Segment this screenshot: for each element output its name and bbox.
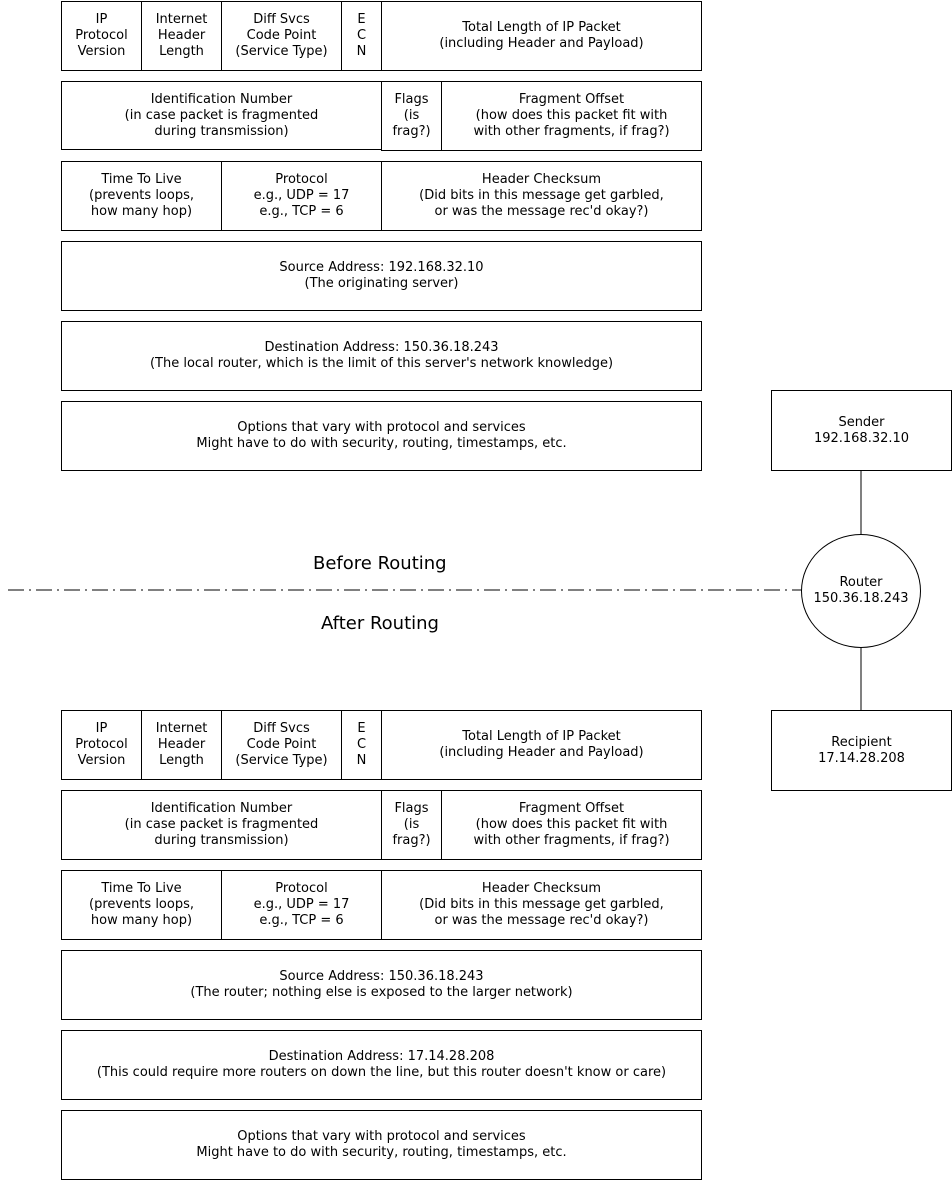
destination-address-field: Destination Address: 150.36.18.243 (The … bbox=[61, 321, 702, 391]
ttl-field: Time To Live (prevents loops, how many h… bbox=[61, 161, 222, 231]
header-row-5: Destination Address: 150.36.18.243 (The … bbox=[61, 321, 702, 391]
checksum-field: Header Checksum (Did bits in this messag… bbox=[381, 161, 702, 231]
ecn-field: E C N bbox=[341, 710, 382, 780]
destination-address-field: Destination Address: 17.14.28.208 (This … bbox=[61, 1030, 702, 1100]
identification-field: Identification Number (in case packet is… bbox=[61, 81, 382, 150]
header-row-3: Time To Live (prevents loops, how many h… bbox=[61, 161, 702, 231]
header-row-6: Options that vary with protocol and serv… bbox=[61, 1110, 702, 1180]
recipient-node: Recipient 17.14.28.208 bbox=[771, 710, 952, 791]
source-address-field: Source Address: 150.36.18.243 (The route… bbox=[61, 950, 702, 1020]
total-length-field: Total Length of IP Packet (including Hea… bbox=[381, 710, 702, 780]
source-address-field: Source Address: 192.168.32.10 (The origi… bbox=[61, 241, 702, 311]
identification-field: Identification Number (in case packet is… bbox=[61, 790, 382, 860]
ttl-field: Time To Live (prevents loops, how many h… bbox=[61, 870, 222, 940]
header-row-1: IP Protocol Version Internet Header Leng… bbox=[61, 1, 702, 71]
header-row-6: Options that vary with protocol and serv… bbox=[61, 401, 702, 471]
header-row-4: Source Address: 150.36.18.243 (The route… bbox=[61, 950, 702, 1020]
fragment-offset-field: Fragment Offset (how does this packet fi… bbox=[441, 790, 702, 860]
flags-field: Flags (is frag?) bbox=[381, 790, 442, 860]
header-row-2: Identification Number (in case packet is… bbox=[61, 790, 702, 860]
flags-field: Flags (is frag?) bbox=[381, 81, 442, 151]
header-row-1: IP Protocol Version Internet Header Leng… bbox=[61, 710, 702, 780]
protocol-field: Protocol e.g., UDP = 17 e.g., TCP = 6 bbox=[221, 870, 382, 940]
sender-node: Sender 192.168.32.10 bbox=[771, 390, 952, 471]
header-row-3: Time To Live (prevents loops, how many h… bbox=[61, 870, 702, 940]
dscp-field: Diff Svcs Code Point (Service Type) bbox=[221, 710, 342, 780]
version-field: IP Protocol Version bbox=[61, 1, 142, 71]
router-node: Router 150.36.18.243 bbox=[801, 534, 921, 648]
protocol-field: Protocol e.g., UDP = 17 e.g., TCP = 6 bbox=[221, 161, 382, 231]
header-row-4: Source Address: 192.168.32.10 (The origi… bbox=[61, 241, 702, 311]
options-field: Options that vary with protocol and serv… bbox=[61, 401, 702, 471]
header-row-5: Destination Address: 17.14.28.208 (This … bbox=[61, 1030, 702, 1100]
after-routing-label: After Routing bbox=[321, 613, 439, 634]
options-field: Options that vary with protocol and serv… bbox=[61, 1110, 702, 1180]
total-length-field: Total Length of IP Packet (including Hea… bbox=[381, 1, 702, 71]
version-field: IP Protocol Version bbox=[61, 710, 142, 780]
fragment-offset-field: Fragment Offset (how does this packet fi… bbox=[441, 81, 702, 151]
checksum-field: Header Checksum (Did bits in this messag… bbox=[381, 870, 702, 940]
header-row-2: Identification Number (in case packet is… bbox=[61, 81, 702, 151]
ihl-field: Internet Header Length bbox=[141, 710, 222, 780]
before-routing-label: Before Routing bbox=[313, 553, 447, 574]
ecn-field: E C N bbox=[341, 1, 382, 71]
ihl-field: Internet Header Length bbox=[141, 1, 222, 71]
dscp-field: Diff Svcs Code Point (Service Type) bbox=[221, 1, 342, 71]
